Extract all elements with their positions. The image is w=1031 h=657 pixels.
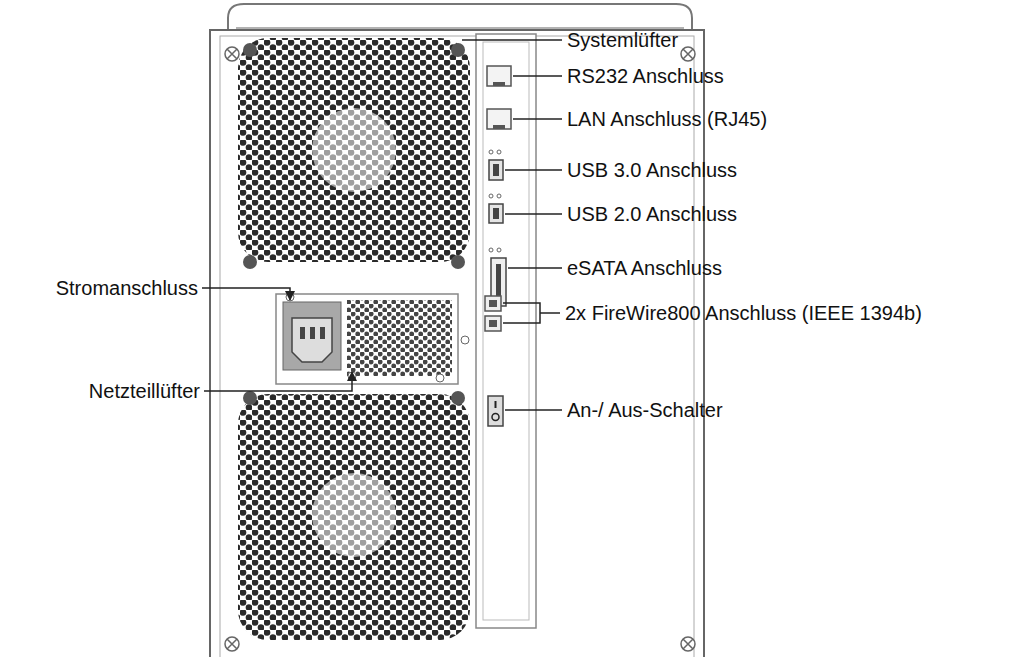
port-label: LAN Anschluss (RJ45): [567, 107, 767, 131]
power-supply: [276, 293, 469, 384]
port-label: USB 3.0 Anschluss: [567, 158, 737, 182]
port-label: eSATA Anschluss: [567, 256, 722, 280]
system-fan: [238, 38, 470, 269]
fan-label: Netzteillüfter: [89, 379, 200, 403]
port-label: 2x FireWire800 Anschluss (IEEE 1394b): [565, 301, 922, 325]
port-label: USB 2.0 Anschluss: [567, 202, 737, 226]
lower-fan: [238, 391, 470, 640]
leader-lines: [202, 40, 562, 410]
port-label: RS232 Anschluss: [567, 64, 724, 88]
switch-label: An-/ Aus-Schalter: [567, 398, 723, 422]
fan-label: Systemlüfter: [567, 28, 678, 52]
power-label: Stromanschluss: [56, 276, 198, 300]
io-panel: [476, 34, 536, 628]
